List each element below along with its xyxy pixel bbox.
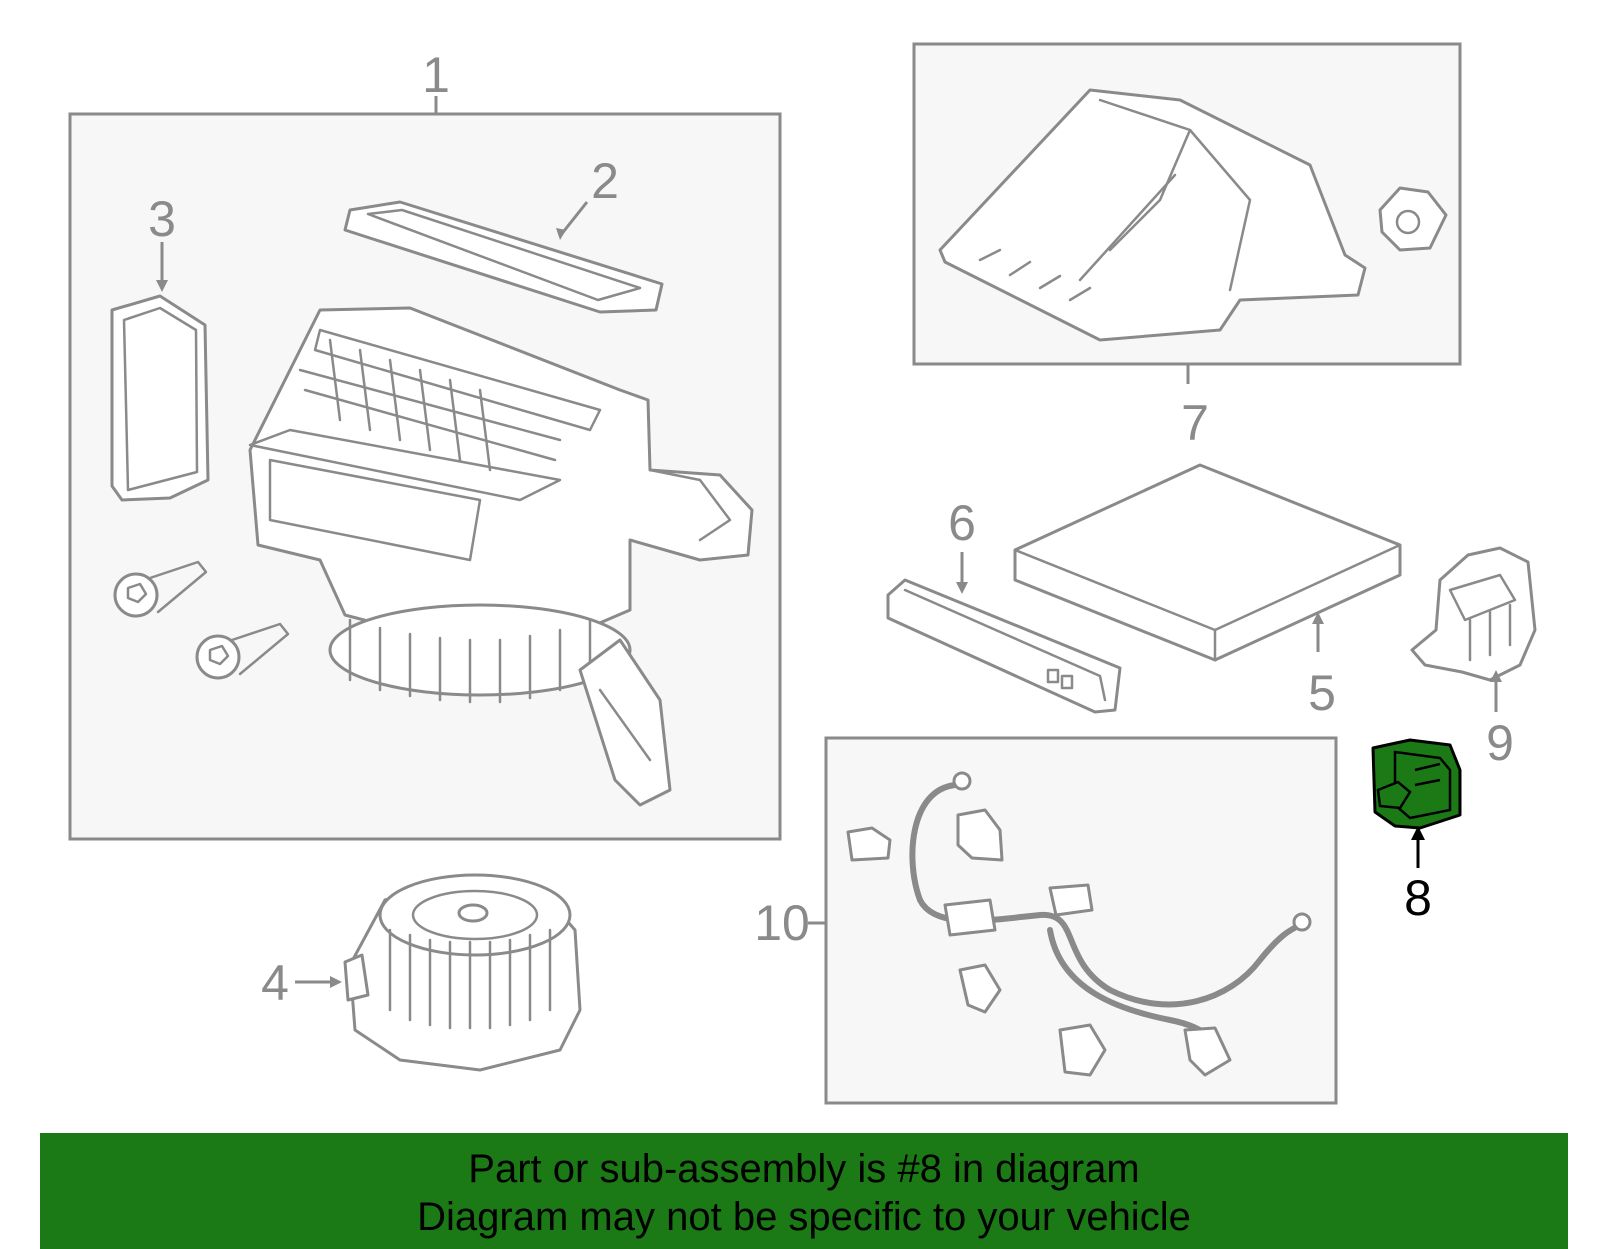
callout-2: 2 — [591, 153, 619, 209]
info-banner: Part or sub-assembly is #8 in diagram Di… — [40, 1133, 1568, 1249]
callout-9: 9 — [1486, 715, 1514, 771]
banner-line-1: Part or sub-assembly is #8 in diagram — [468, 1147, 1140, 1191]
part-8-highlighted-switch — [1371, 738, 1462, 830]
screw-lower — [195, 622, 290, 680]
part-9-actuator — [1410, 546, 1537, 682]
callout-10: 10 — [754, 895, 810, 951]
callout-7: 7 — [1181, 395, 1209, 451]
blower-housing — [248, 306, 754, 807]
part-4-blower-motor — [343, 873, 582, 1072]
part-7-duct — [938, 88, 1367, 342]
part-6-filter-cover — [886, 578, 1122, 714]
callout-3: 3 — [148, 191, 176, 247]
screw-upper — [113, 560, 208, 618]
callout-8: 8 — [1404, 870, 1432, 926]
callout-4: 4 — [261, 955, 289, 1011]
part-5-cabin-filter — [1013, 463, 1402, 662]
part-2-filter-lid — [343, 200, 664, 314]
callout-5: 5 — [1308, 665, 1336, 721]
part-3-seal — [110, 294, 210, 502]
part-10-wire-harness — [846, 771, 1312, 1077]
banner-line-2: Diagram may not be specific to your vehi… — [417, 1195, 1191, 1239]
callout-6: 6 — [948, 495, 976, 551]
callout-1: 1 — [422, 47, 450, 103]
push-clip — [1378, 186, 1448, 252]
